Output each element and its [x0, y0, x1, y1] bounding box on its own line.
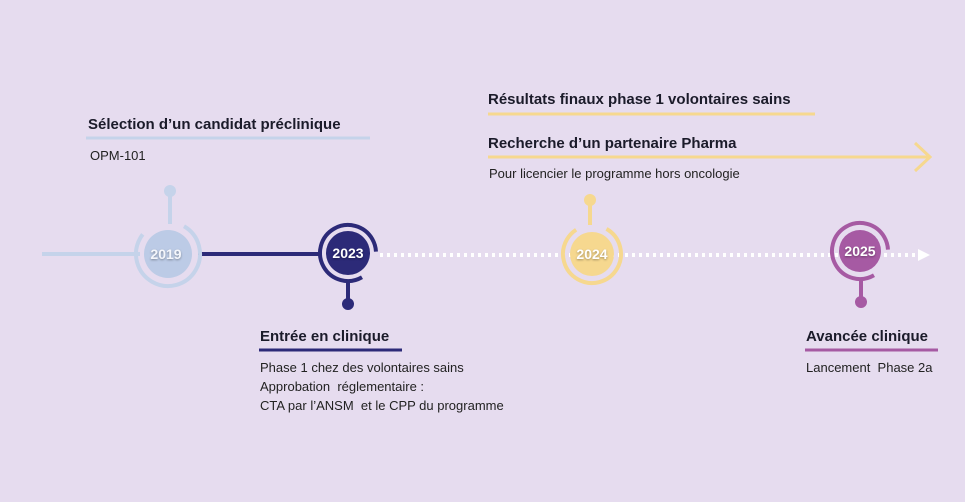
milestone-2023-line-1: Phase 1 chez des volontaires sains	[260, 360, 464, 375]
node-disc-2025	[839, 230, 881, 272]
milestone-2024-title-b: Recherche d’un partenaire Pharma	[488, 135, 737, 152]
node-ring-2024	[561, 223, 623, 285]
milestone-2023-line-2: Approbation réglementaire :	[260, 379, 425, 394]
underline-2024-b-arrow	[913, 141, 933, 173]
year-label-2024: 2024	[576, 246, 608, 262]
milestone-2019-title: Sélection d’un candidat préclinique	[88, 116, 341, 133]
node-pin-2025	[855, 296, 867, 308]
year-label-2019: 2019	[150, 246, 182, 262]
milestone-2024-title-a: Résultats finaux phase 1 volontaires sai…	[488, 91, 791, 108]
node-ring-2023	[318, 223, 378, 283]
node-pin-2024	[584, 194, 596, 206]
node-disc-2019	[144, 230, 192, 278]
node-pin-2019	[164, 185, 176, 197]
timeline-arrowhead	[918, 249, 930, 261]
milestone-2023-line-3: CTA par l’ANSM et le CPP du programme	[260, 398, 504, 413]
milestone-2024-line-1: Pour licencier le programme hors oncolog…	[489, 166, 740, 181]
node-ring-2019	[134, 220, 202, 288]
year-label-2023: 2023	[332, 245, 364, 261]
milestone-2025-line-1: Lancement Phase 2a	[806, 360, 933, 375]
milestone-2025-title: Avancée clinique	[806, 328, 928, 345]
node-disc-2024	[570, 232, 614, 276]
year-label-2025: 2025	[844, 243, 876, 259]
milestone-2023-title: Entrée en clinique	[260, 328, 390, 345]
node-disc-2023	[326, 231, 370, 275]
node-ring-2025	[830, 221, 890, 281]
node-pin-2023	[342, 298, 354, 310]
milestone-2019-line-1: OPM-101	[90, 148, 146, 163]
